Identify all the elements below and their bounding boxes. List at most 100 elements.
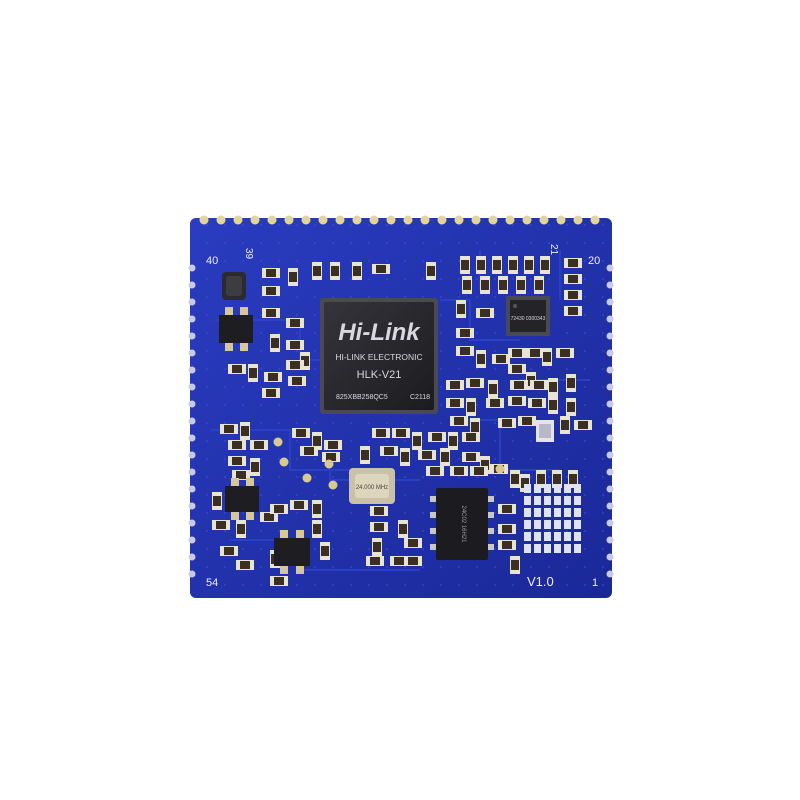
smd-component xyxy=(466,398,476,416)
smd-component xyxy=(264,372,282,382)
smd-component xyxy=(486,398,504,408)
smd-component xyxy=(526,348,544,358)
pad-grid-cell xyxy=(564,532,571,541)
pad-grid-cell xyxy=(554,508,561,517)
smd-component xyxy=(372,538,382,556)
smd-component xyxy=(508,256,518,274)
smd-component xyxy=(498,504,516,514)
smd-component xyxy=(262,308,280,318)
edge-pad xyxy=(216,215,226,225)
edge-pad xyxy=(606,434,614,442)
edge-pad xyxy=(573,215,583,225)
small-chip-marking: 72430 0300343 xyxy=(511,316,546,322)
smd-component xyxy=(556,348,574,358)
edge-pad xyxy=(606,468,614,476)
eight-pin-chip-marking: 24C02 16H21 xyxy=(460,505,466,543)
smd-component xyxy=(476,350,486,368)
pad-grid-cell xyxy=(524,508,531,517)
smd-component xyxy=(510,380,528,390)
edge-pad xyxy=(369,215,379,225)
smd-component xyxy=(212,492,222,510)
smd-component xyxy=(236,520,246,538)
pad-grid-cell xyxy=(544,484,551,493)
pad-grid-cell xyxy=(524,484,531,493)
edge-pad xyxy=(471,215,481,225)
edge-pad xyxy=(606,417,614,425)
smd-component xyxy=(312,432,322,450)
edge-pad xyxy=(606,383,614,391)
smd-component xyxy=(564,274,582,284)
pad-grid-cell xyxy=(554,484,561,493)
smd-component xyxy=(322,452,340,462)
smd-component xyxy=(456,328,474,338)
smd-component xyxy=(470,466,488,476)
smd-component xyxy=(508,396,526,406)
pad-grid-cell xyxy=(564,484,571,493)
pad-grid-cell xyxy=(574,496,581,505)
inductor xyxy=(222,272,246,300)
smd-component xyxy=(540,256,550,274)
smd-component xyxy=(428,432,446,442)
smd-component xyxy=(450,466,468,476)
edge-pad xyxy=(606,519,614,527)
pad-grid-cell xyxy=(544,532,551,541)
smd-component xyxy=(510,556,520,574)
smd-component xyxy=(508,364,526,374)
smd-component xyxy=(530,380,548,390)
smd-component xyxy=(370,506,388,516)
smd-component xyxy=(412,432,422,450)
smd-component xyxy=(400,448,410,466)
smd-component xyxy=(228,364,246,374)
pad-grid-cell xyxy=(544,544,551,553)
edge-pad xyxy=(188,264,196,272)
edge-pad xyxy=(437,215,447,225)
smd-component xyxy=(250,458,260,476)
smd-component xyxy=(300,446,318,456)
edge-pad xyxy=(188,281,196,289)
smd-component xyxy=(404,538,422,548)
smd-component xyxy=(212,520,230,530)
test-points xyxy=(273,437,505,490)
edge-pad xyxy=(556,215,566,225)
smd-component xyxy=(312,520,322,538)
smd-component xyxy=(498,524,516,534)
smd-component xyxy=(566,398,576,416)
pad-grid-cell xyxy=(534,520,541,529)
pad-grid-cell xyxy=(544,496,551,505)
smd-component xyxy=(240,422,250,440)
smd-component xyxy=(448,432,458,450)
edge-pad xyxy=(250,215,260,225)
smd-component xyxy=(288,376,306,386)
smd-component xyxy=(460,256,470,274)
main-chip-logo: Hi-Link xyxy=(338,319,421,346)
smd-component xyxy=(470,418,480,436)
smd-component xyxy=(476,308,494,318)
smd-component xyxy=(262,388,280,398)
smd-component xyxy=(236,560,254,570)
pad-grid-cell xyxy=(574,520,581,529)
smd-component xyxy=(260,512,278,522)
pin-label-1: 1 xyxy=(592,577,598,589)
main-chip: Hi-Link HI-LINK ELECTRONIC HLK-V21 825XB… xyxy=(320,298,438,414)
edge-pad xyxy=(590,215,600,225)
smd-component xyxy=(426,466,444,476)
smd-component xyxy=(440,448,450,466)
smd-component xyxy=(528,398,546,408)
smd-component xyxy=(270,504,288,514)
smd-component xyxy=(476,256,486,274)
smd-component xyxy=(392,428,410,438)
edge-pad xyxy=(606,264,614,272)
pin-label-20: 20 xyxy=(588,255,600,267)
pad-grid-cell xyxy=(544,508,551,517)
main-chip-date: C2118 xyxy=(410,394,430,401)
pin-label-54: 54 xyxy=(206,577,218,589)
smd-component xyxy=(404,556,422,566)
pad-grid-cell xyxy=(564,508,571,517)
edge-pad xyxy=(188,434,196,442)
smd-component xyxy=(574,420,592,430)
smd-component xyxy=(498,418,516,428)
edge-pad xyxy=(606,281,614,289)
smd-component xyxy=(330,262,340,280)
smd-component xyxy=(398,520,408,538)
